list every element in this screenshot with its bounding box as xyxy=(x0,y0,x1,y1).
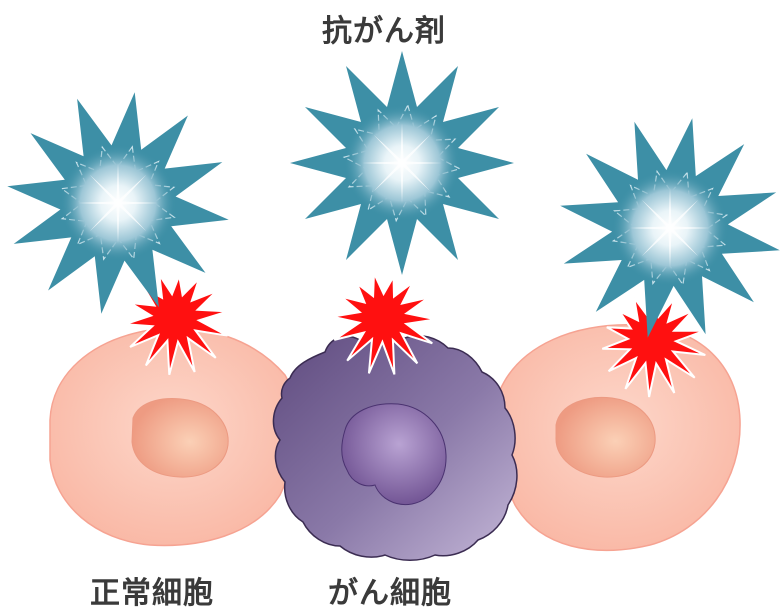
normal-cell-label: 正常細胞 xyxy=(90,568,214,612)
anticancer-drug-label: 抗がん剤 xyxy=(322,6,446,50)
normal-cell-icon xyxy=(496,325,740,551)
anticancer-drug-icon xyxy=(7,92,228,313)
anticancer-drug-icon xyxy=(290,51,514,275)
cancer-cell-label: がん細胞 xyxy=(328,568,452,612)
cancer-cell-icon xyxy=(273,332,517,560)
